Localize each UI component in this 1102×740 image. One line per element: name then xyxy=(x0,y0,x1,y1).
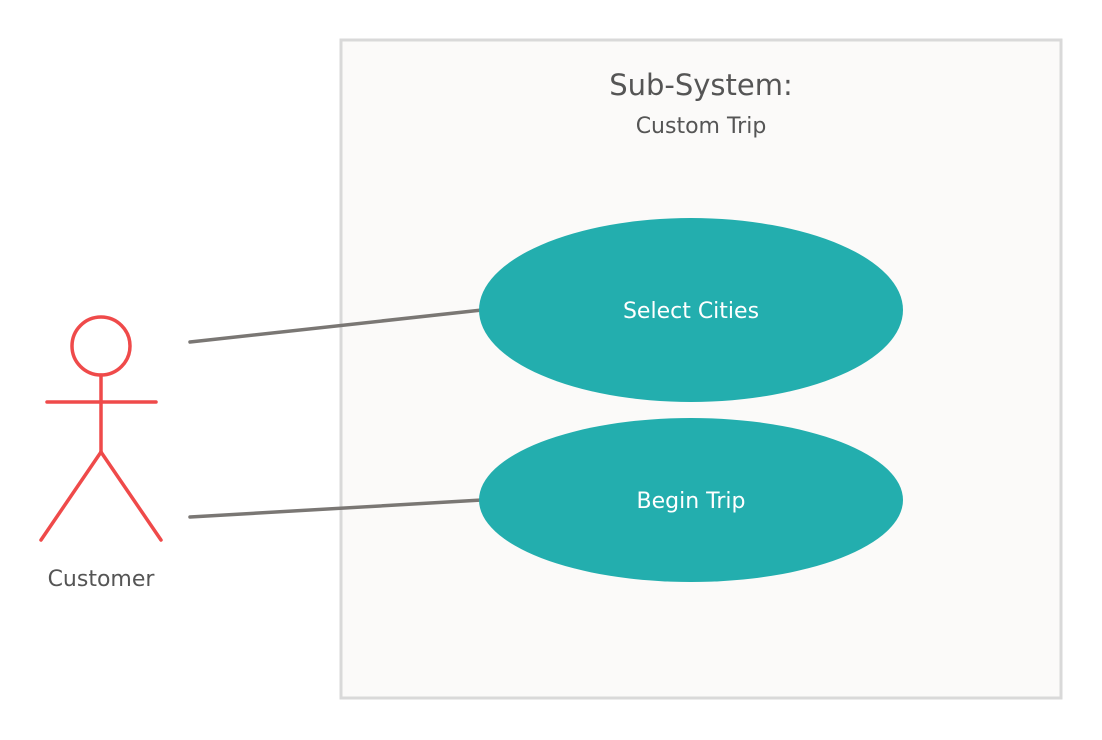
use-case-label: Select Cities xyxy=(623,299,759,324)
system-title: Sub-System: xyxy=(609,68,793,102)
stick-figure-actor-icon xyxy=(39,315,163,542)
actor-customer[interactable]: Customer xyxy=(39,315,163,592)
system-subtitle: Custom Trip xyxy=(636,114,767,139)
use-case-select-cities[interactable]: Select Cities xyxy=(479,218,903,402)
use-case-ellipse xyxy=(479,418,903,582)
actor-head xyxy=(70,315,132,377)
actor-right-leg xyxy=(99,450,163,542)
actor-left-leg xyxy=(39,450,103,542)
use-case-ellipse xyxy=(479,218,903,402)
use-case-label: Begin Trip xyxy=(637,489,746,514)
actor-label: Customer xyxy=(48,567,156,592)
connector-customer-select-cities[interactable] xyxy=(188,308,484,344)
use-case-begin-trip[interactable]: Begin Trip xyxy=(479,418,903,582)
connector-customer-begin-trip[interactable] xyxy=(188,498,484,519)
